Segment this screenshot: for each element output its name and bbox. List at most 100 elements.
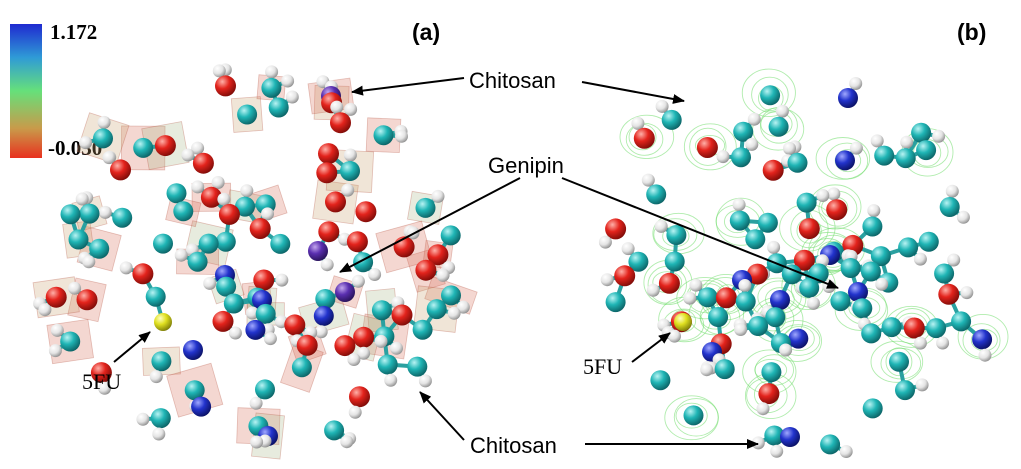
hydrogen-atom: [211, 176, 225, 189]
carbon-atom: [440, 225, 461, 246]
carbon-atom: [881, 317, 902, 338]
hydrogen-atom: [181, 148, 195, 162]
hydrogen-atom: [783, 141, 796, 155]
carbon-atom: [733, 121, 754, 142]
oxygen-atom: [318, 143, 339, 165]
carbon-atom: [216, 276, 237, 297]
carbon-atom: [729, 210, 750, 231]
hydrogen-atom: [915, 378, 929, 392]
oxygen-atom: [762, 159, 784, 181]
nitrogen-atom: [838, 88, 858, 108]
carbon-atom: [757, 212, 778, 233]
carbon-atom: [340, 161, 360, 181]
fluorine-atom: [674, 313, 692, 331]
oxygen-atom: [715, 287, 737, 309]
hydrogen-atom: [249, 396, 263, 410]
oxygen-atom: [110, 159, 131, 181]
hydrogen-atom: [447, 306, 461, 320]
carbon-atom: [768, 116, 789, 137]
hydrogen-atom: [716, 150, 730, 164]
carbon-atom: [628, 251, 649, 272]
panel-b-atoms: [598, 77, 993, 458]
hydrogen-atom: [849, 141, 863, 155]
oxygen-atom: [316, 162, 338, 184]
hydrogen-atom: [50, 323, 64, 337]
hydrogen-atom: [654, 219, 668, 233]
hydrogen-atom: [775, 104, 789, 118]
carbon-atom: [426, 299, 447, 320]
color-scale-max-label: 1.172: [50, 20, 97, 44]
oxygen-atom: [45, 286, 67, 308]
nitrogen-atom: [788, 328, 809, 349]
hydrogen-atom: [285, 90, 299, 104]
carbon-atom: [377, 354, 398, 375]
carbon-atom: [820, 434, 841, 455]
panel-a-label: (a): [412, 19, 440, 45]
hydrogen-atom: [38, 303, 52, 317]
carbon-atom: [796, 192, 817, 213]
hydrogen-atom: [136, 412, 150, 426]
hydrogen-atom: [431, 189, 445, 203]
arrow-chitosan-bottom-a: [419, 391, 465, 441]
oxygen-atom: [658, 272, 680, 294]
carbon-atom: [79, 203, 100, 224]
oxygen-atom: [355, 201, 377, 223]
carbon-atom: [889, 351, 909, 372]
carbon-atom: [270, 233, 291, 254]
carbon-atom: [748, 316, 769, 336]
carbon-atom: [223, 293, 244, 314]
hydrogen-atom: [343, 148, 357, 162]
carbon-atom: [683, 405, 704, 426]
carbon-atom: [184, 380, 205, 401]
hydrogen-atom: [368, 268, 382, 281]
hydrogen-atom: [348, 405, 362, 419]
carbon-atom: [60, 204, 81, 225]
oxygen-atom: [200, 186, 222, 208]
hydrogen-atom: [98, 205, 112, 219]
hydrogen-atom: [191, 141, 205, 155]
hydrogen-atom: [870, 134, 884, 148]
label-chitosan-top: Chitosan: [469, 68, 556, 93]
nitrogen-atom: [245, 319, 266, 340]
hydrogen-atom: [947, 253, 961, 267]
hydrogen-atom: [751, 436, 765, 450]
oxygen-atom: [353, 326, 375, 348]
hydrogen-atom: [646, 283, 660, 297]
fluorine-atom: [154, 313, 172, 331]
carbon-atom: [745, 229, 766, 250]
nitrogen-atom: [770, 290, 790, 310]
carbon-atom: [765, 307, 786, 328]
carbon-atom: [761, 362, 782, 383]
carbon-atom: [255, 379, 275, 400]
carbon-atom: [911, 122, 932, 143]
hydrogen-atom: [341, 183, 355, 197]
carbon-atom: [89, 238, 110, 259]
contour-line: [741, 68, 796, 117]
oxygen-atom: [614, 265, 636, 287]
contour-line: [751, 76, 789, 113]
hydrogen-atom: [456, 300, 470, 314]
nitrogen-atom: [780, 427, 800, 447]
carbon-atom: [830, 291, 851, 312]
hydrogen-atom: [600, 273, 614, 287]
hydrogen-atom: [340, 435, 354, 449]
hydrogen-atom: [913, 252, 927, 266]
hydrogen-atom: [314, 325, 328, 339]
hydrogen-atom: [689, 278, 703, 292]
label-genipin: Genipin: [488, 153, 564, 178]
carbon-atom: [840, 258, 861, 278]
hydrogen-atom: [152, 427, 166, 441]
oxygen-atom: [391, 304, 413, 326]
carbon-atom: [735, 291, 756, 312]
hydrogen-atom: [240, 184, 254, 198]
panel-b-molecule: [598, 68, 1009, 458]
hydrogen-atom: [347, 353, 361, 366]
carbon-atom: [215, 231, 236, 252]
nitrogen-atom: [308, 241, 328, 261]
oxygen-atom: [284, 314, 306, 336]
oxygen-atom: [938, 283, 960, 305]
carbon-atom: [760, 85, 781, 106]
oxygen-atom: [334, 335, 356, 357]
hydrogen-atom: [900, 135, 914, 149]
